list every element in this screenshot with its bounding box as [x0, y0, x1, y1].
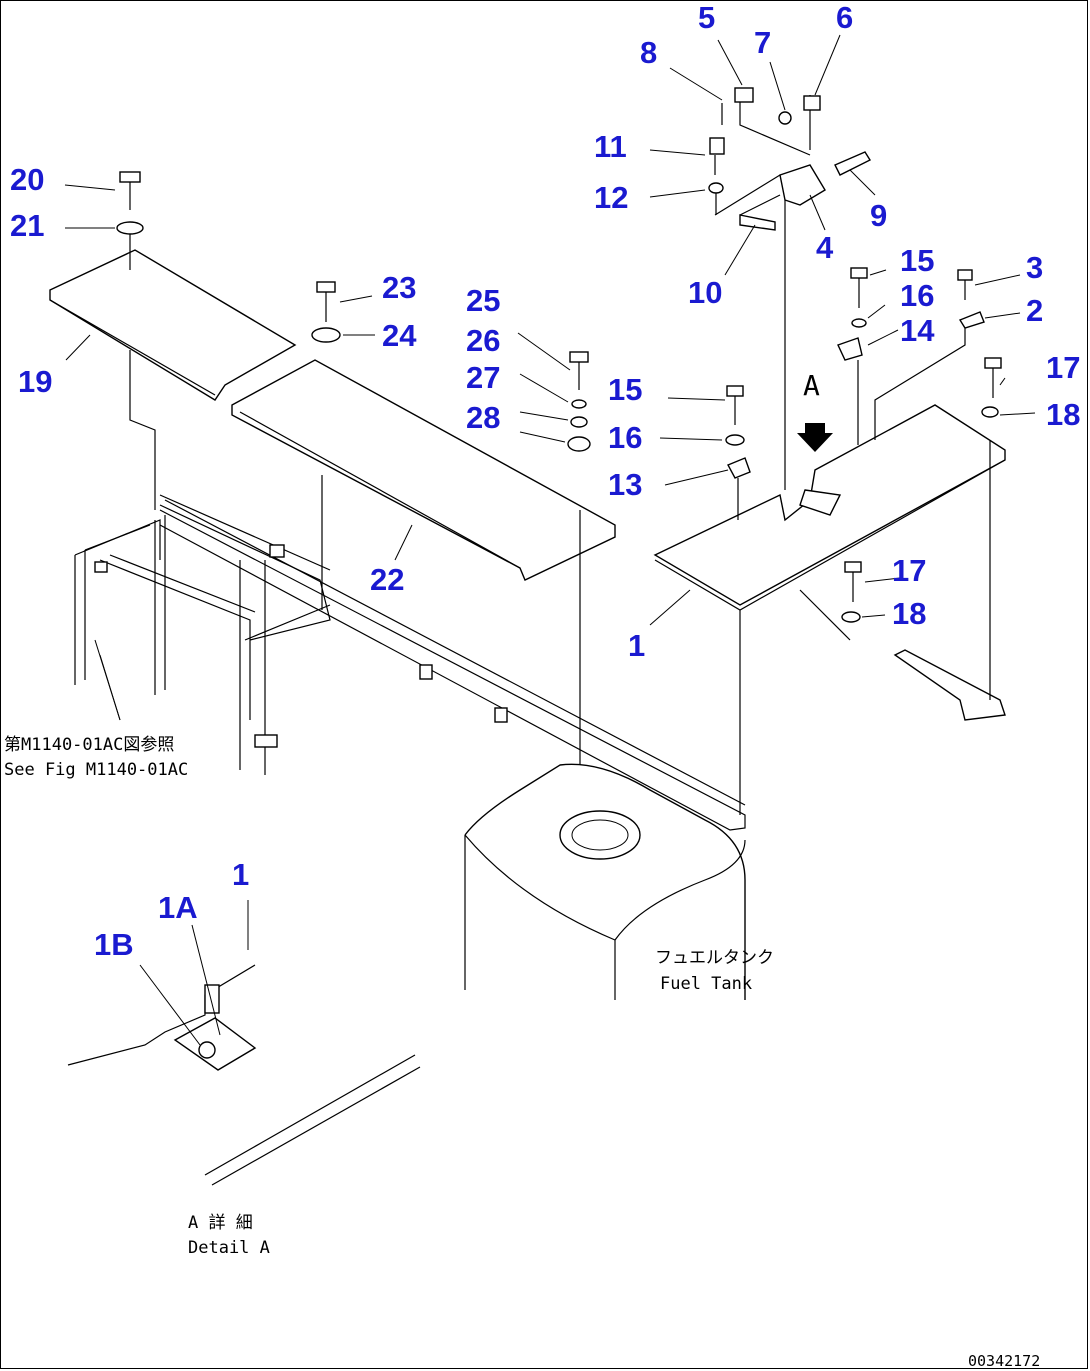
fasteners [116, 171, 1002, 623]
callout-18-upper: 18 [1046, 397, 1080, 432]
detail-a-view [67, 964, 421, 1186]
callouts: 5 6 7 8 11 12 9 4 10 15 3 16 2 14 17 18 … [10, 0, 1080, 962]
callout-12: 12 [594, 180, 628, 215]
callout-1-detail: 1 [232, 857, 249, 892]
callout-28: 28 [466, 400, 500, 435]
lock-assembly [708, 87, 872, 490]
callout-16-upper: 16 [900, 278, 934, 313]
callout-25: 25 [466, 283, 500, 318]
callout-1B: 1B [94, 927, 134, 962]
see-fig-jp: 第M1140-01AC図参照 [4, 735, 174, 755]
callout-4: 4 [816, 230, 834, 265]
callout-1A: 1A [158, 890, 198, 925]
callout-9: 9 [870, 198, 887, 233]
fuel-tank [464, 510, 746, 1000]
view-arrow-a: A [797, 369, 833, 452]
callout-19: 19 [18, 364, 52, 399]
cover-1 [653, 404, 1006, 815]
callout-7: 7 [754, 25, 771, 60]
callout-5: 5 [698, 0, 715, 35]
bracket-rail [893, 440, 1006, 721]
callout-24: 24 [382, 318, 417, 353]
callout-3: 3 [1026, 250, 1043, 285]
callout-26: 26 [466, 323, 500, 358]
callout-11: 11 [594, 129, 627, 164]
detail-a-jp: A 詳 細 [188, 1213, 253, 1233]
callout-18-lower: 18 [892, 596, 926, 631]
callout-17-upper: 17 [1046, 350, 1080, 385]
cover-22 [231, 359, 616, 610]
callout-15-upper: 15 [900, 243, 934, 278]
callout-20: 20 [10, 162, 44, 197]
callout-23: 23 [382, 270, 416, 305]
callout-17-lower: 17 [892, 553, 926, 588]
callout-27: 27 [466, 360, 500, 395]
callout-22: 22 [370, 562, 404, 597]
view-marker-a: A [803, 369, 820, 402]
fuel-tank-jp: フュエルタンク [655, 948, 774, 968]
drawing-number: 00342172 [968, 1352, 1040, 1370]
callout-13: 13 [608, 467, 642, 502]
see-fig-en: See Fig M1140-01AC [4, 760, 188, 780]
cover-19 [49, 249, 297, 510]
callout-1: 1 [628, 628, 645, 663]
fuel-tank-en: Fuel Tank [660, 974, 752, 994]
callout-16-lower: 16 [608, 420, 642, 455]
callout-15-lower: 15 [608, 372, 642, 407]
frame-structure [74, 494, 746, 831]
leader-lines [64, 34, 1036, 1046]
callout-21: 21 [10, 208, 44, 243]
callout-10: 10 [688, 275, 722, 310]
detail-a-en: Detail A [188, 1238, 270, 1258]
callout-6: 6 [836, 0, 853, 35]
callout-14: 14 [900, 313, 935, 348]
callout-8: 8 [640, 35, 657, 70]
notes: 第M1140-01AC図参照 See Fig M1140-01AC フュエルタン… [4, 735, 1040, 1370]
callout-2: 2 [1026, 293, 1043, 328]
